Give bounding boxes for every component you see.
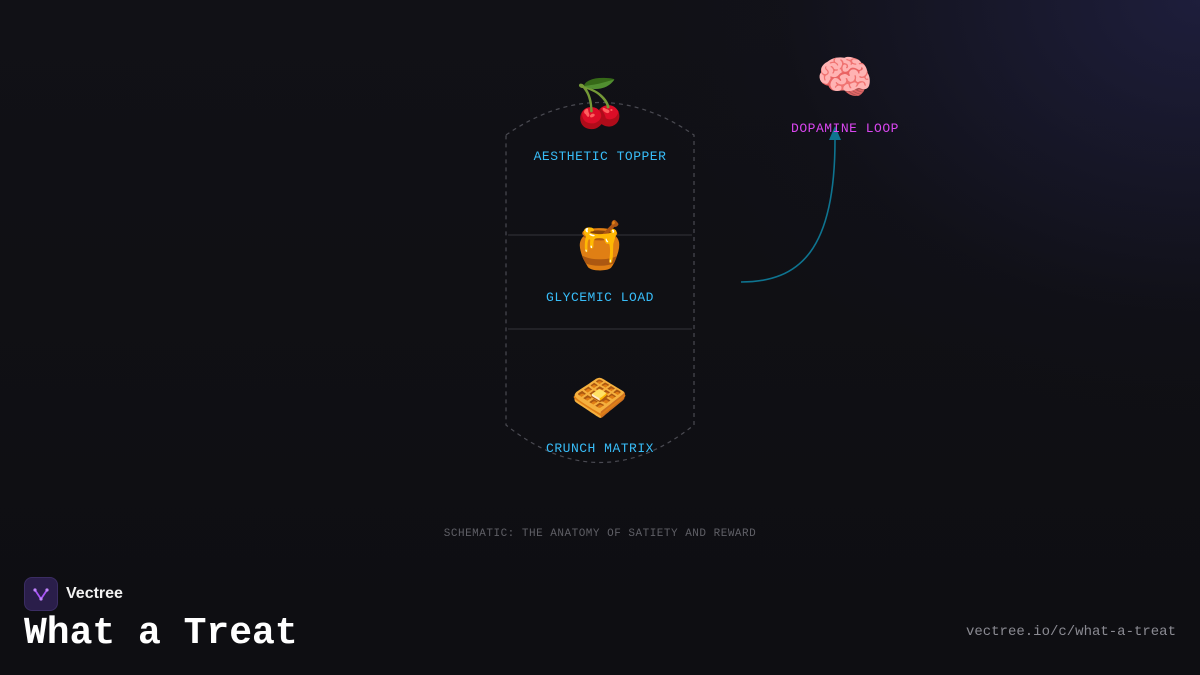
brand-name: Vectree bbox=[66, 585, 123, 602]
brand: Vectree bbox=[24, 577, 123, 611]
treat-outline bbox=[505, 102, 695, 463]
layer-label-crunch-matrix: CRUNCH MATRIX bbox=[546, 441, 654, 456]
waffle-icon: 🧇 bbox=[571, 370, 629, 424]
brain-icon: 🧠 bbox=[816, 50, 874, 104]
connector-line bbox=[740, 139, 836, 283]
honey-pot-icon: 🍯 bbox=[571, 218, 629, 272]
layer-label-aesthetic-topper: AESTHETIC TOPPER bbox=[533, 149, 667, 164]
source-url[interactable]: vectree.io/c/what-a-treat bbox=[965, 624, 1176, 640]
connector-arrowhead bbox=[829, 126, 841, 140]
vectree-logo-icon bbox=[24, 577, 58, 611]
page-title: What a Treat bbox=[24, 612, 298, 655]
cherry-icon: 🍒 bbox=[571, 76, 629, 130]
reward-label-dopamine-loop: DOPAMINE LOOP bbox=[791, 121, 899, 136]
layer-label-glycemic-load: GLYCEMIC LOAD bbox=[546, 290, 654, 305]
diagram-caption: SCHEMATIC: THE ANATOMY OF SATIETY AND RE… bbox=[443, 528, 757, 540]
